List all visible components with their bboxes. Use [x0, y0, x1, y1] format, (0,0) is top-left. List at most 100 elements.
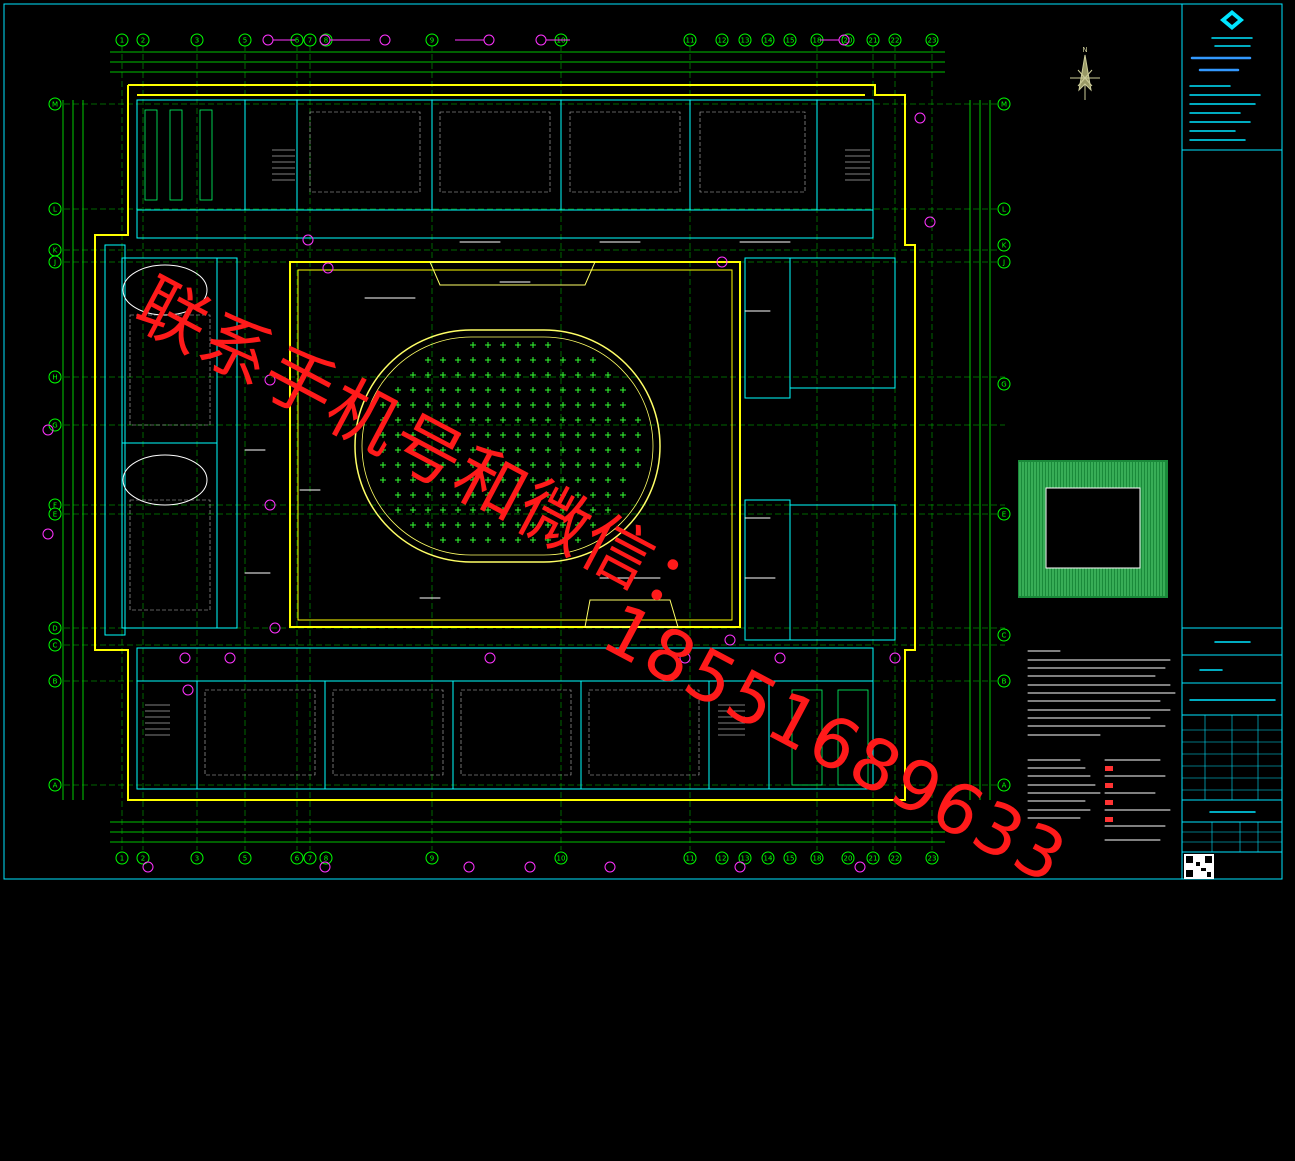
axis-bubble-label: 9 [430, 855, 434, 863]
axis-bubble-label: 11 [686, 855, 695, 863]
axis-bubble-label: 15 [786, 37, 795, 45]
axis-bubble-top: 22 [888, 33, 902, 47]
axis-bubble-right: K [997, 238, 1011, 252]
axis-bubble-right: L [997, 202, 1011, 216]
axis-bubble-label: 12 [718, 37, 727, 45]
axis-bubble-label: 9 [430, 37, 434, 45]
axis-bubble-top: 7 [303, 33, 317, 47]
axis-bubble-label: 10 [557, 855, 566, 863]
axis-bubble-bottom: 3 [190, 851, 204, 865]
axis-bubble-right: A [997, 778, 1011, 792]
axis-bubble-bottom: 22 [888, 851, 902, 865]
axis-bubble-bottom: 20 [841, 851, 855, 865]
axis-bubble-label: 13 [741, 37, 750, 45]
axis-bubble-left: C [48, 638, 62, 652]
legend-swatches [1105, 766, 1113, 822]
axis-bubble-right: E [997, 507, 1011, 521]
axis-bubble-left: J [48, 255, 62, 269]
axis-bubble-label: 5 [243, 37, 247, 45]
axis-bubble-label: 12 [718, 855, 727, 863]
axis-bubble-label: K [1002, 242, 1007, 250]
classroom-furniture [129, 111, 806, 776]
axis-bubble-label: J [53, 259, 56, 267]
axis-bubble-label: 14 [764, 855, 773, 863]
axis-bubble-top: 3 [190, 33, 204, 47]
axis-bubble-label: 20 [844, 855, 853, 863]
axis-bubble-label: F [53, 502, 57, 510]
axis-bubble-label: 8 [324, 855, 328, 863]
axis-bubble-label: 20 [844, 37, 853, 45]
axis-bubble-label: C [1002, 632, 1007, 640]
top-wing-rooms [136, 99, 874, 239]
axis-bubbles: 1122335566778899101011111212131314141515… [48, 33, 1011, 865]
axis-bubble-label: 22 [891, 855, 900, 863]
axis-bubble-bottom: 5 [238, 851, 252, 865]
axis-bubble-label: 2 [141, 37, 145, 45]
title-block [1181, 3, 1283, 880]
axis-bubble-left: E [48, 507, 62, 521]
axis-bubble-bottom: 10 [554, 851, 568, 865]
axis-bubble-label: G [1001, 381, 1006, 389]
annotation-tags [42, 34, 936, 873]
axis-bubble-label: H [52, 374, 57, 382]
left-wing-round-features [122, 264, 208, 506]
axis-bubble-label: 13 [741, 855, 750, 863]
axis-bubble-bottom: 1 [115, 851, 129, 865]
axis-bubble-label: 6 [295, 855, 300, 863]
axis-bubble-label: L [53, 206, 57, 214]
axis-bubble-label: 15 [786, 855, 795, 863]
axis-bubble-label: 2 [141, 855, 145, 863]
axis-bubble-left: B [48, 674, 62, 688]
axis-bubble-label: 6 [295, 37, 300, 45]
axis-bubble-label: 7 [308, 855, 312, 863]
left-wing-rooms [104, 244, 238, 636]
axis-bubble-label: 1 [120, 37, 124, 45]
axis-bubble-label: 21 [869, 855, 878, 863]
right-wing-rooms [744, 257, 896, 641]
axis-bubble-label: C [53, 642, 58, 650]
axis-bubble-label: M [52, 101, 58, 109]
axis-bubble-label: K [53, 247, 58, 255]
axis-bubble-right: C [997, 628, 1011, 642]
axis-bubble-top: 9 [425, 33, 439, 47]
axis-bubble-top: 5 [238, 33, 252, 47]
axis-bubble-bottom: 12 [715, 851, 729, 865]
axis-bubble-top: 2 [136, 33, 150, 47]
axis-bubble-left: D [48, 621, 62, 635]
axis-bubble-bottom: 23 [925, 851, 939, 865]
key-plan [1018, 460, 1168, 598]
company-logo-icon [1220, 10, 1244, 30]
bottom-wing-rooms [136, 647, 874, 790]
axis-bubble-top: 12 [715, 33, 729, 47]
axis-bubble-label: L [1002, 206, 1006, 214]
north-arrow-icon [1070, 54, 1100, 100]
axis-bubble-bottom: 18 [810, 851, 824, 865]
stairs [145, 149, 870, 736]
axis-bubble-top: 15 [783, 33, 797, 47]
axis-bubble-bottom: 21 [866, 851, 880, 865]
axis-bubble-label: 8 [324, 37, 328, 45]
courtyard-track [354, 329, 661, 563]
axis-bubble-left: H [48, 370, 62, 384]
axis-bubble-label: 18 [813, 855, 822, 863]
axis-bubble-left: G [48, 418, 62, 432]
axis-bubble-label: A [1002, 782, 1007, 790]
axis-bubble-right: M [997, 97, 1011, 111]
axis-bubble-top: 21 [866, 33, 880, 47]
axis-bubble-label: B [53, 678, 58, 686]
axis-bubble-right: J [997, 255, 1011, 269]
qr-code-icon [1184, 854, 1214, 879]
axis-bubble-label: 23 [928, 855, 937, 863]
courtyard-grass-pattern [380, 342, 641, 543]
axis-bubble-label: E [53, 511, 57, 519]
axis-bubble-top: 11 [683, 33, 697, 47]
axis-bubble-label: 18 [813, 37, 822, 45]
axis-bubble-bottom: 7 [303, 851, 317, 865]
axis-bubble-bottom: 11 [683, 851, 697, 865]
axis-bubble-top: 20 [841, 33, 855, 47]
axis-bubble-top: 23 [925, 33, 939, 47]
axis-bubble-top: 1 [115, 33, 129, 47]
dimension-lines [62, 51, 991, 843]
axis-bubble-label: 1 [120, 855, 124, 863]
general-notes [1027, 650, 1176, 841]
